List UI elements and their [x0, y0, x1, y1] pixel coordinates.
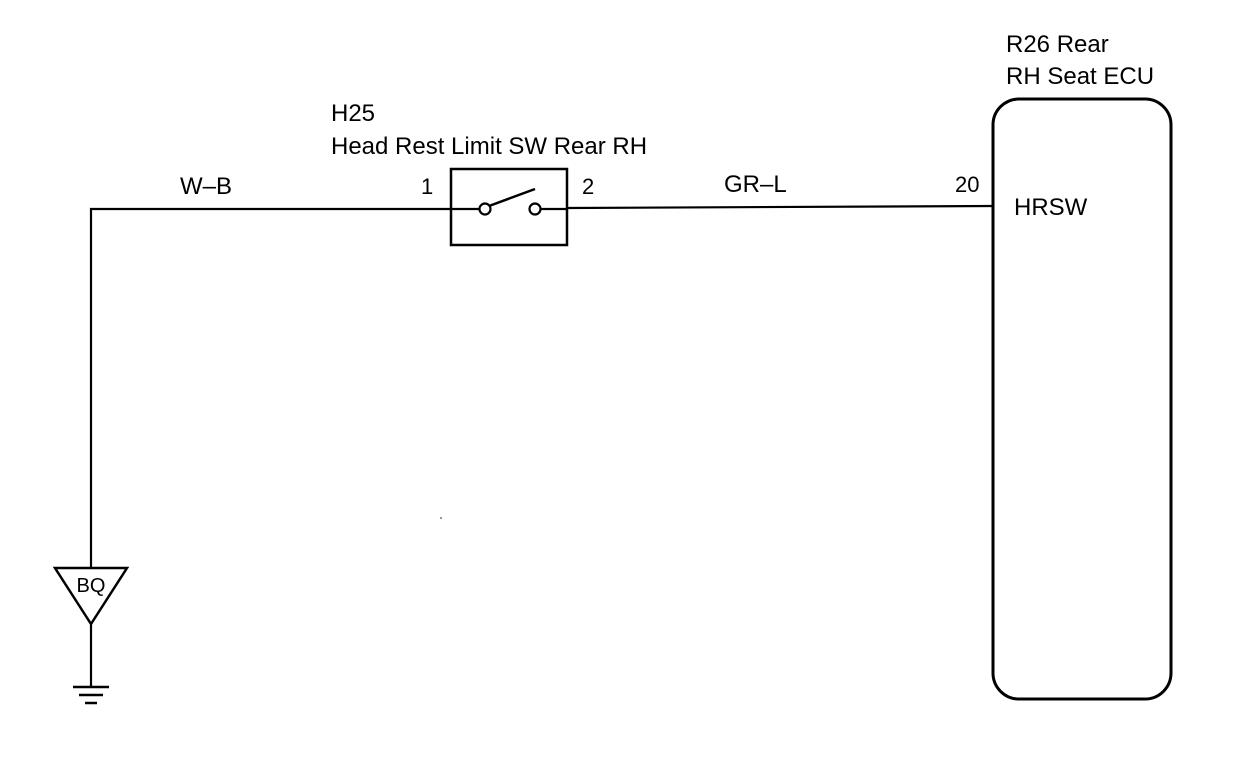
ground-icon: [73, 685, 109, 705]
scan-dot: [440, 517, 442, 519]
wire-right-color: GR–L: [724, 171, 787, 198]
switch-pin-right: 2: [582, 174, 594, 199]
ground-point-triangle: [52, 566, 130, 627]
wire-right: [566, 204, 994, 210]
wire-left: [89, 207, 451, 568]
ecu-name-label: RH Seat ECU: [1006, 63, 1154, 90]
switch-lever: [488, 187, 536, 208]
switch-contact-left: [478, 202, 492, 216]
switch-contact-right: [528, 202, 542, 216]
ecu-code-label: R26 Rear: [1006, 31, 1109, 58]
switch-box: [449, 167, 569, 247]
switch-name-label: Head Rest Limit SW Rear RH: [331, 133, 647, 160]
ground-point-label: BQ: [77, 575, 106, 597]
ecu-box: [991, 97, 1173, 701]
wire-left-color: W–B: [180, 173, 232, 200]
ecu-pin-number: 20: [955, 172, 979, 197]
switch-code-label: H25: [331, 100, 375, 127]
ecu-terminal-label: HRSW: [1014, 194, 1088, 221]
switch-pin-left: 1: [421, 174, 433, 199]
